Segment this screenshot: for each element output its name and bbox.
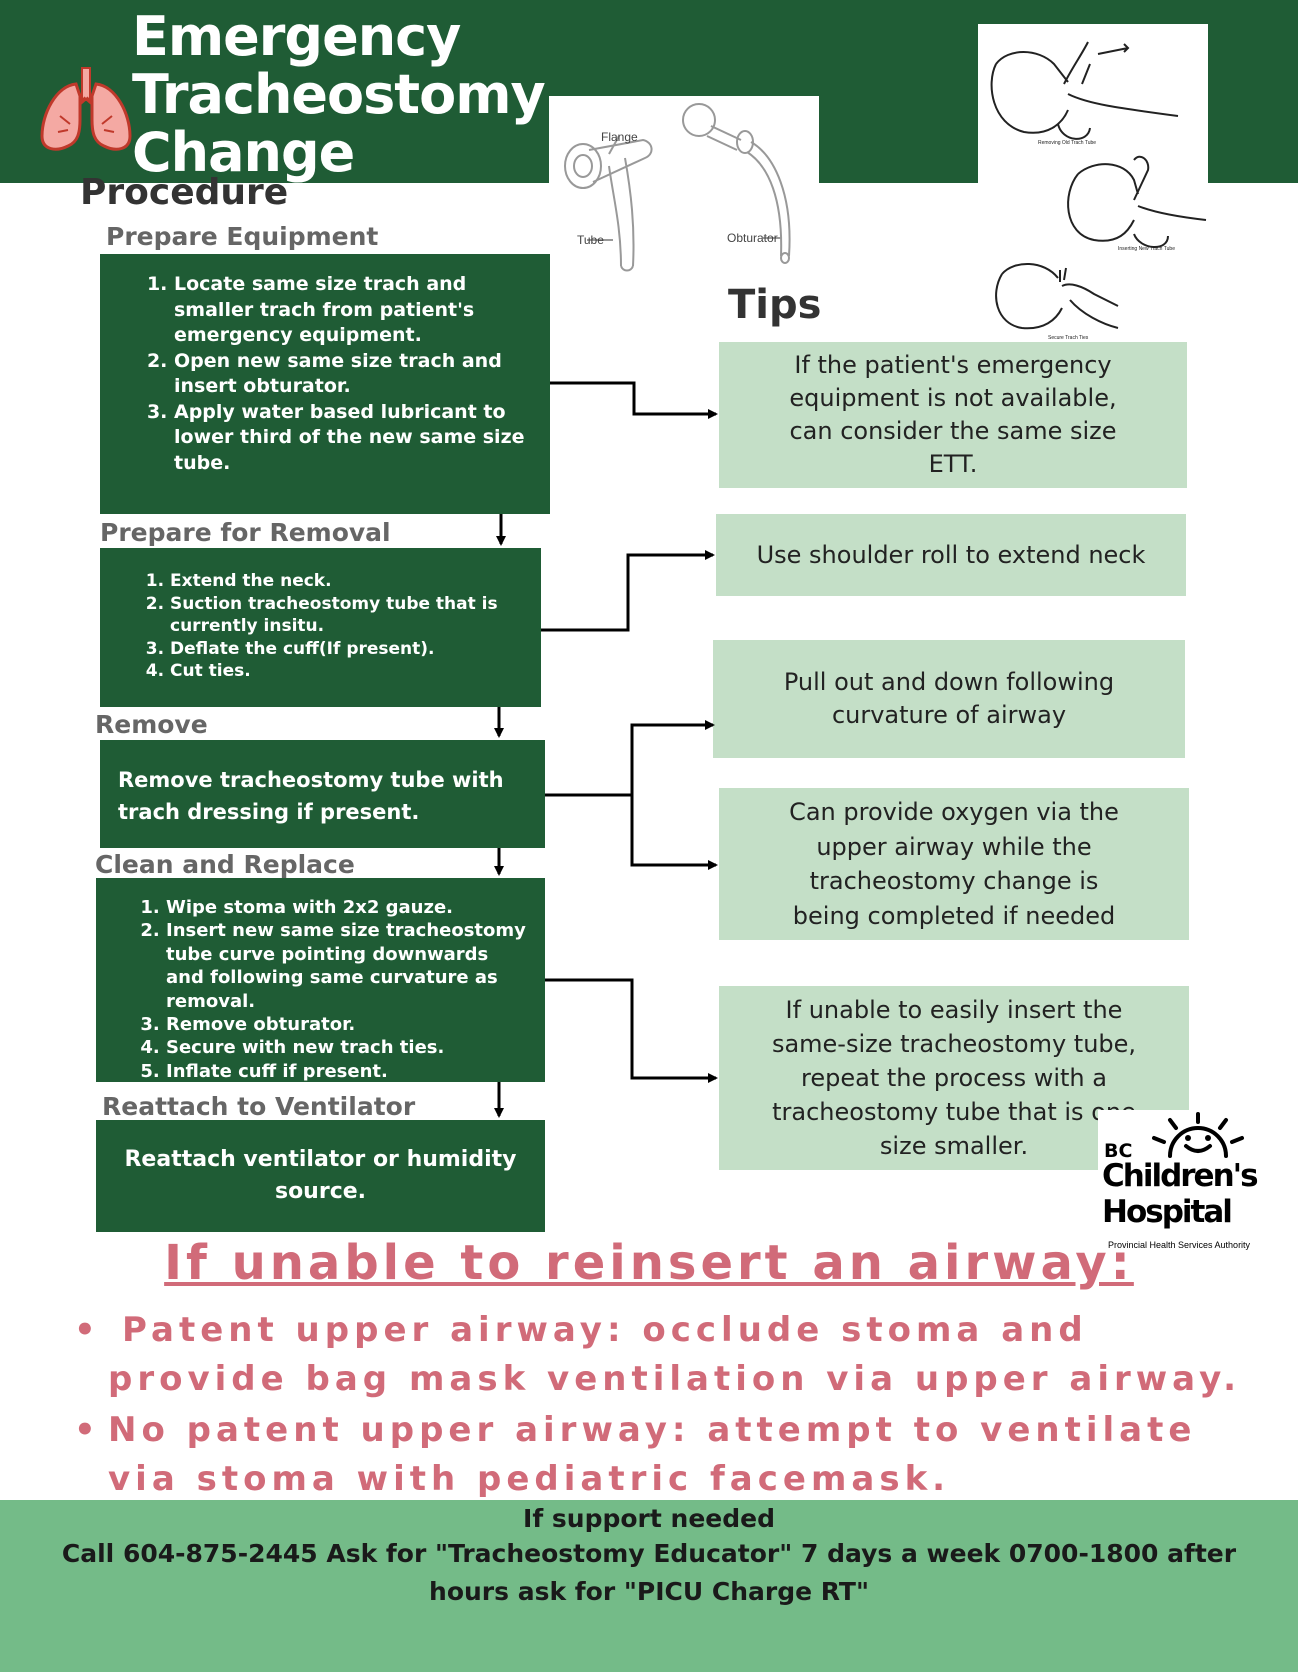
procedure-heading: Procedure bbox=[80, 172, 289, 213]
prepare-equipment-list: Locate same size trach and smaller trach… bbox=[150, 272, 530, 476]
warning-title-text: If unable to reinsert an airway: bbox=[164, 1235, 1134, 1291]
tip-smaller-size: If unable to easily insert the same-size… bbox=[719, 986, 1189, 1170]
list-item: Deflate the cuff(If present). bbox=[170, 638, 521, 661]
step-prepare-equipment: Locate same size trach and smaller trach… bbox=[100, 254, 550, 514]
list-item: Inflate cuff if present. bbox=[166, 1060, 531, 1083]
list-item: Extend the neck. bbox=[170, 570, 521, 593]
tip-pull-out: Pull out and down following curvature of… bbox=[713, 640, 1185, 758]
list-item: Secure with new trach ties. bbox=[166, 1036, 531, 1059]
prepare-removal-list: Extend the neck. Suction tracheostomy tu… bbox=[146, 570, 521, 683]
procedure-illustration: Removing Old Trach Tube Inserting New Tr… bbox=[978, 24, 1208, 342]
step-prepare-removal: Extend the neck. Suction tracheostomy tu… bbox=[100, 548, 541, 707]
tip-text: Pull out and down following curvature of… bbox=[783, 668, 1115, 729]
obturator-label: Obturator bbox=[727, 231, 778, 245]
tips-heading: Tips bbox=[728, 282, 822, 328]
logo-tagline: Provincial Health Services Authority bbox=[1108, 1240, 1251, 1250]
bullet-dot: • bbox=[74, 1310, 101, 1350]
connector-arrow bbox=[545, 720, 715, 797]
list-item: Open new same size trach and insert obtu… bbox=[174, 349, 530, 400]
caption-removing: Removing Old Trach Tube bbox=[1038, 140, 1096, 146]
logo-hospital: Hospital bbox=[1102, 1194, 1233, 1230]
warning-bullet-no-patent: No patent upper airway: attempt to venti… bbox=[108, 1410, 1197, 1499]
list-item: Remove obturator. bbox=[166, 1013, 531, 1036]
logo-bc: BC bbox=[1104, 1140, 1133, 1162]
title-line-3: Change bbox=[132, 121, 355, 184]
list-item: Suction tracheostomy tube that is curren… bbox=[170, 593, 521, 638]
tip-emergency-equipment: If the patient's emergency equipment is … bbox=[719, 342, 1187, 488]
trach-tube-diagram: Flange Tube Obturator bbox=[549, 96, 819, 284]
tip-text: Can provide oxygen via the upper airway … bbox=[789, 798, 1119, 930]
title-line-2: Tracheostomy bbox=[132, 63, 546, 126]
logo-childrens: Children's bbox=[1102, 1158, 1259, 1194]
connector-arrow bbox=[545, 978, 718, 1083]
tube-label: Tube bbox=[577, 233, 604, 247]
page-title: Emergency Tracheostomy Change bbox=[132, 8, 552, 182]
tip-text: If the patient's emergency equipment is … bbox=[789, 351, 1117, 478]
tip-text: Use shoulder roll to extend neck bbox=[756, 540, 1146, 569]
support-footer: If support needed Call 604-875-2445 Ask … bbox=[0, 1500, 1298, 1672]
bullet-dot: • bbox=[74, 1410, 101, 1450]
tip-shoulder-roll: Use shoulder roll to extend neck bbox=[716, 514, 1186, 596]
label-remove: Remove bbox=[95, 710, 208, 739]
list-item: Cut ties. bbox=[170, 660, 521, 683]
connector-arrow bbox=[630, 795, 718, 870]
footer-heading: If support needed bbox=[523, 1504, 775, 1533]
bc-childrens-logo: BC Children's Hospital Provincial Health… bbox=[1098, 1110, 1298, 1260]
caption-securing: Secure Trach Ties bbox=[1048, 335, 1089, 341]
connector-arrow bbox=[550, 381, 718, 419]
list-item: Wipe stoma with 2x2 gauze. bbox=[166, 896, 531, 919]
footer-contact: Call 604-875-2445 Ask for "Tracheostomy … bbox=[61, 1539, 1237, 1606]
label-reattach: Reattach to Ventilator bbox=[102, 1092, 416, 1121]
warning-heading: If unable to reinsert an airway: bbox=[0, 1235, 1298, 1291]
clean-replace-list: Wipe stoma with 2x2 gauze. Insert new sa… bbox=[142, 896, 531, 1083]
sun-icon bbox=[1152, 1112, 1244, 1158]
trach-tube-drawing: Flange Tube Obturator bbox=[564, 103, 791, 272]
list-item: Apply water based lubricant to lower thi… bbox=[174, 400, 530, 477]
lungs-icon bbox=[40, 67, 132, 151]
title-line-1: Emergency bbox=[132, 5, 461, 68]
caption-inserting: Inserting New Trach Tube bbox=[1118, 246, 1175, 252]
step-reattach: Reattach ventilator or humidity source. bbox=[96, 1120, 545, 1232]
remove-text: Remove tracheostomy tube with trach dres… bbox=[118, 768, 504, 824]
warning-bullet-patent: Patent upper airway: occlude stoma and p… bbox=[108, 1310, 1242, 1399]
label-prepare-removal: Prepare for Removal bbox=[100, 518, 391, 547]
reattach-text: Reattach ventilator or humidity source. bbox=[124, 1147, 517, 1204]
list-item: Insert new same size tracheostomy tube c… bbox=[166, 919, 531, 1013]
step-clean-replace: Wipe stoma with 2x2 gauze. Insert new sa… bbox=[96, 878, 545, 1082]
flange-label: Flange bbox=[601, 130, 638, 144]
step-remove: Remove tracheostomy tube with trach dres… bbox=[100, 740, 545, 848]
tip-oxygen: Can provide oxygen via the upper airway … bbox=[719, 788, 1189, 940]
list-item: Locate same size trach and smaller trach… bbox=[174, 272, 530, 349]
trach-change-sketch: Removing Old Trach Tube Inserting New Tr… bbox=[990, 41, 1207, 341]
connector-arrow bbox=[541, 550, 715, 632]
tip-text: If unable to easily insert the same-size… bbox=[771, 996, 1137, 1160]
label-clean-replace: Clean and Replace bbox=[95, 850, 355, 879]
label-prepare-equipment: Prepare Equipment bbox=[106, 222, 379, 251]
